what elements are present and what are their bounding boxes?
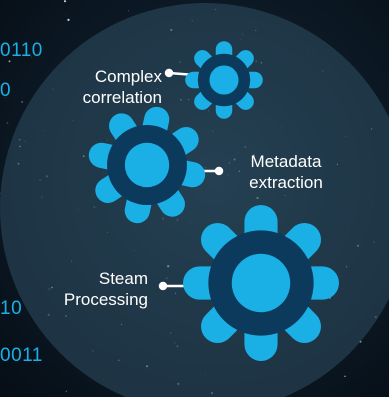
gear-hub <box>209 65 239 95</box>
gear-icon <box>183 205 339 361</box>
gear-hub <box>231 253 291 313</box>
label-line: Complex <box>94 67 162 86</box>
gear-hub <box>124 142 170 188</box>
star <box>21 101 23 103</box>
star <box>65 390 68 392</box>
binary-text-4: 0011 <box>0 345 43 366</box>
star <box>63 0 67 3</box>
background-circle <box>0 3 389 397</box>
star <box>8 60 11 63</box>
star <box>29 349 31 351</box>
gear-icon <box>88 106 206 224</box>
binary-text-2: 0 <box>0 80 12 101</box>
label-metadata-extraction: Metadata extraction <box>236 151 336 193</box>
label-line: correlation <box>82 88 162 107</box>
star <box>128 10 129 12</box>
label-line: Processing <box>63 290 148 309</box>
gear-icon <box>185 41 263 119</box>
binary-text-1: 0110 <box>0 40 43 61</box>
label-line: Steam <box>98 269 148 288</box>
label-line: Metadata <box>250 152 322 171</box>
star <box>31 56 33 58</box>
star <box>6 122 9 124</box>
star <box>344 375 346 377</box>
label-complex-correlation: Complex correlation <box>62 66 162 108</box>
star <box>65 14 66 16</box>
star <box>67 18 70 22</box>
star <box>4 96 6 98</box>
binary-text-3: 10 <box>0 298 23 319</box>
label-steam-processing: Steam Processing <box>38 268 148 310</box>
label-line: extraction <box>249 173 323 192</box>
